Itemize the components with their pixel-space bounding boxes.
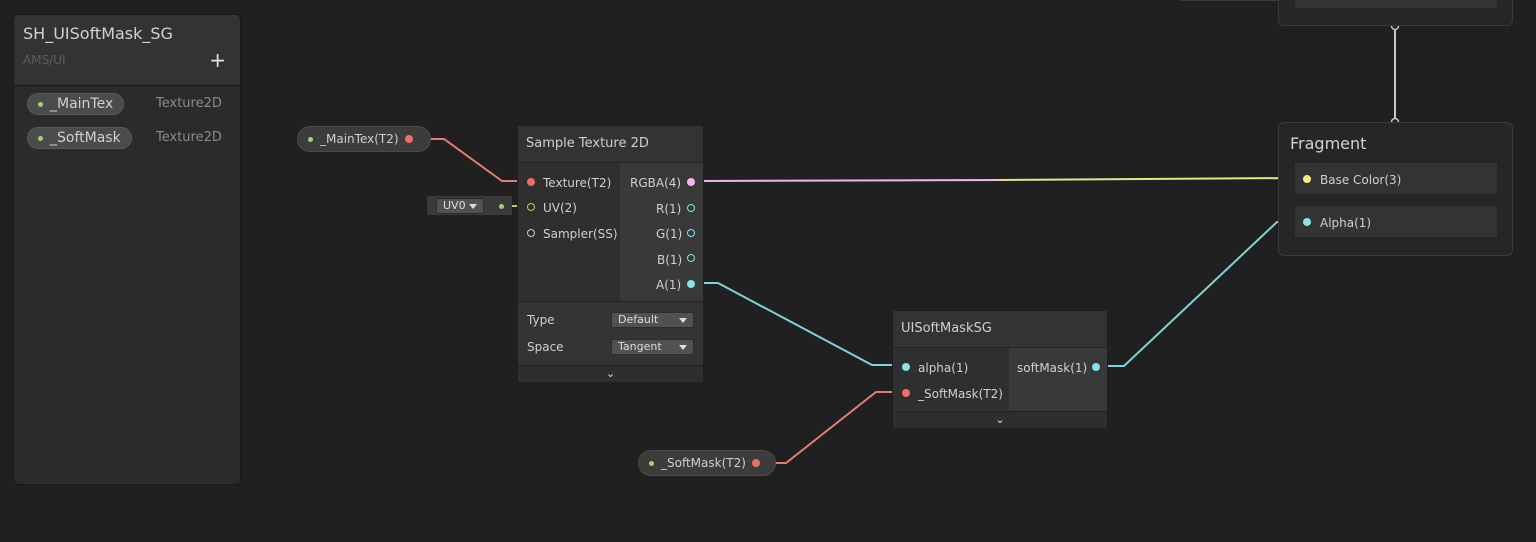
g-output-port[interactable] [687,229,695,237]
node-settings: Type Default Space Tangent [518,301,703,366]
property-type: Texture2D [156,96,222,111]
softmask-output-label: softMask(1) [1017,361,1088,375]
alpha-fragment-input-port[interactable] [1303,218,1311,226]
collapse-preview-button[interactable]: ⌄ [518,365,703,382]
alpha-label: Alpha(1) [1320,216,1372,230]
vertex-slot[interactable] [1294,0,1498,9]
texture-input-label: Texture(T2) [543,176,612,190]
softmask-value-output-port[interactable] [1092,363,1100,371]
input-port-column [518,163,620,301]
property-dot-icon [649,461,654,466]
a-output-port[interactable] [687,280,695,288]
property-name: _SoftMask [50,130,121,146]
b-output-port[interactable] [687,254,695,262]
property-dot-icon [308,137,313,142]
sampler-input-label: Sampler(SS) [543,227,618,241]
space-dropdown[interactable]: Tangent [611,339,694,355]
uv-channel-field: UV0 [427,196,512,215]
blackboard-subtitle: AMS/UI [23,53,66,67]
wire-rgba-basecolor-right [999,177,1299,181]
uv-channel-value: UV0 [443,199,466,212]
uisoftmask-node[interactable]: UISoftMaskSG alpha(1) _SoftMask(T2) soft… [892,310,1108,428]
wire-softmask-fragment-alpha [1100,221,1298,367]
add-property-button[interactable]: + [209,48,226,72]
node-title: Sample Texture 2D [518,126,703,163]
property-dot-icon [38,136,43,141]
property-type: Texture2D [156,130,222,145]
chevron-down-icon: ⌄ [995,413,1005,426]
base-color-input-port[interactable] [1303,175,1311,183]
wire-a-alpha [698,282,900,366]
collapse-preview-button[interactable]: ⌄ [893,411,1107,428]
chevron-down-icon [469,204,477,209]
node-title: UISoftMaskSG [893,311,1107,348]
chevron-down-icon: ⌄ [605,367,616,380]
maintex-property-node[interactable]: _MainTex(T2) [297,126,431,152]
g-output-label: G(1) [656,227,683,241]
input-port-column [893,348,1009,410]
uv-input-label: UV(2) [543,201,577,215]
wire-softmask-node [775,391,900,464]
fragment-title: Fragment [1290,134,1367,153]
r-output-label: R(1) [656,202,682,216]
wire-rgba-basecolor-left [697,179,1001,182]
space-value: Tangent [618,340,662,353]
wire-maintex-texture [430,138,522,182]
uv-output-dot-icon [499,204,504,209]
sample-texture-2d-node[interactable]: Sample Texture 2D Texture(T2) UV(2) Samp… [517,125,704,382]
divider [1180,0,1278,1]
blackboard-title: SH_UISoftMask_SG [23,24,173,43]
rgba-output-port[interactable] [687,178,695,186]
maintex-output-port[interactable] [405,135,413,143]
maintex-node-label: _MainTex(T2) [320,132,399,146]
vertex-context-block [1278,0,1513,26]
base-color-label: Base Color(3) [1320,173,1402,187]
fragment-context-block[interactable]: Fragment Base Color(3) Alpha(1) [1278,122,1513,256]
r-output-port[interactable] [687,204,695,212]
rgba-output-label: RGBA(4) [630,176,682,190]
a-output-label: A(1) [656,278,682,292]
uv-channel-dropdown[interactable]: UV0 [436,198,484,214]
blackboard-panel: SH_UISoftMask_SG AMS/UI + _MainTex Textu… [13,14,241,485]
alpha-input-label: alpha(1) [918,361,969,375]
type-dropdown[interactable]: Default [611,312,694,328]
softmask-output-port[interactable] [752,459,760,467]
softmask-property-node[interactable]: _SoftMask(T2) [638,450,776,476]
uv-input-port[interactable] [527,203,535,211]
base-color-block[interactable]: Base Color(3) [1294,162,1498,195]
sampler-input-port[interactable] [527,229,535,237]
property-maintex[interactable]: _MainTex [27,93,125,115]
type-label: Type [527,313,555,327]
b-output-label: B(1) [657,253,683,267]
softmask-input-label: _SoftMask(T2) [918,387,1003,401]
softmask-node-label: _SoftMask(T2) [661,456,746,470]
alpha-block[interactable]: Alpha(1) [1294,205,1498,238]
property-name: _MainTex [50,96,114,112]
texture-input-port[interactable] [527,178,535,186]
softmask-input-port[interactable] [902,389,910,397]
property-dot-icon [38,102,43,107]
blackboard-header: SH_UISoftMask_SG AMS/UI + [14,15,240,86]
chevron-down-icon [679,318,687,323]
space-label: Space [527,340,564,354]
alpha-input-port[interactable] [902,363,910,371]
property-softmask[interactable]: _SoftMask [27,127,132,149]
type-value: Default [618,313,659,326]
chevron-down-icon [679,345,687,350]
